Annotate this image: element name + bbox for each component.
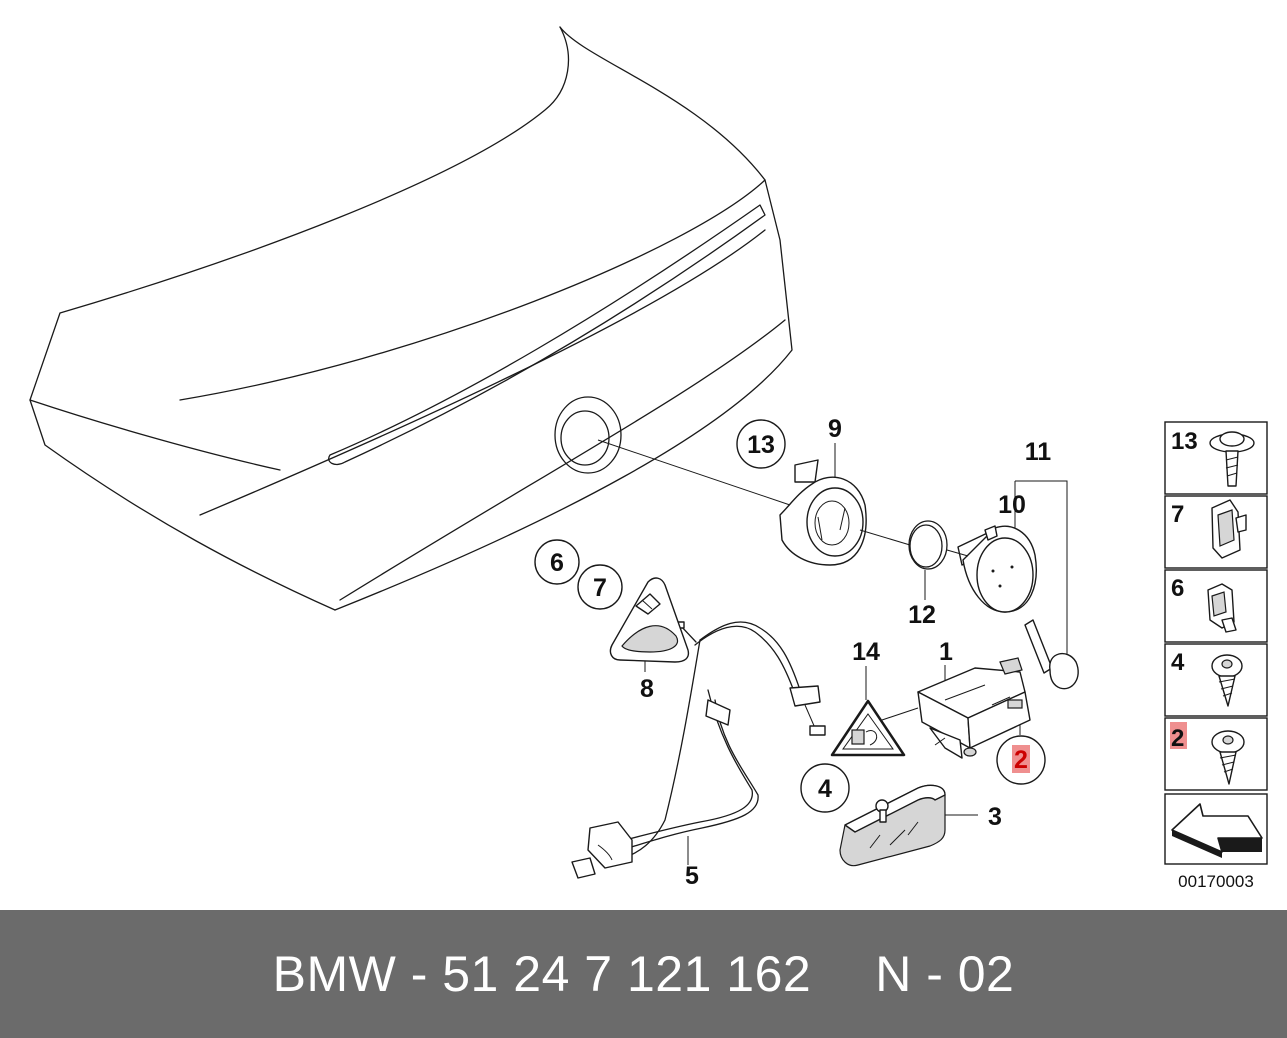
part-number-footer: BMW - 51 24 7 121 162 N - 02: [0, 910, 1287, 1038]
trunk-lock: [917, 657, 1031, 759]
callout-14: 14: [852, 638, 880, 666]
legend-item-6: 6: [1164, 569, 1268, 643]
lock-cylinder: [957, 525, 1037, 613]
mounting-bracket: [609, 577, 690, 663]
svg-text:13: 13: [1171, 428, 1198, 455]
callout-6: 6: [534, 539, 580, 585]
svg-text:3: 3: [988, 803, 1002, 831]
legend-item-7: 7: [1164, 495, 1268, 569]
svg-text:7: 7: [593, 574, 607, 602]
svg-text:6: 6: [1171, 575, 1184, 602]
callout-7: 7: [577, 564, 623, 610]
svg-text:4: 4: [818, 775, 832, 803]
svg-text:1: 1: [939, 638, 953, 666]
svg-text:4: 4: [1171, 649, 1185, 676]
legend-item-13: 13: [1164, 421, 1268, 495]
legend-item-2: 2: [1164, 717, 1268, 791]
fastener-legend: 13 7 6 4: [1164, 421, 1268, 865]
callout-3: 3: [988, 803, 1002, 831]
exploded-parts-diagram: 13 9 11 10 12 6 7 8 14 1 2 4 3 5: [29, 26, 1268, 891]
svg-text:2: 2: [1171, 725, 1184, 752]
svg-text:9: 9: [828, 415, 842, 443]
svg-text:8: 8: [640, 675, 654, 703]
svg-text:7: 7: [1171, 501, 1184, 528]
trunk-lid-illustration: [29, 26, 793, 611]
sealing-ring: [908, 520, 948, 570]
svg-text:6: 6: [550, 549, 564, 577]
callout-8: 8: [640, 675, 654, 703]
callout-13: 13: [736, 419, 786, 469]
key: [1024, 619, 1079, 690]
lock-cylinder-housing: [779, 459, 867, 566]
diagram-reference-code: 00170003: [1178, 872, 1254, 891]
svg-text:12: 12: [908, 601, 936, 629]
callout-2: 2: [996, 735, 1046, 785]
svg-text:14: 14: [852, 638, 880, 666]
svg-text:11: 11: [1025, 438, 1052, 466]
callout-10: 10: [998, 491, 1026, 519]
leader-lines: [597, 439, 1068, 865]
front-direction-arrow-box: [1164, 793, 1268, 865]
position-text: N - 02: [875, 946, 1015, 1002]
callout-1: 1: [939, 638, 953, 666]
legend-item-4: 4: [1164, 643, 1268, 717]
trunk-handle-cover: [839, 784, 946, 867]
svg-text:13: 13: [747, 431, 775, 459]
callout-5: 5: [685, 862, 699, 890]
warning-triangle-label: [830, 699, 906, 757]
callout-4: 4: [800, 763, 850, 813]
svg-text:2: 2: [1014, 746, 1028, 774]
callout-9: 9: [828, 415, 842, 443]
part-number-text: BMW - 51 24 7 121 162: [272, 946, 812, 1002]
callout-12: 12: [908, 601, 936, 629]
svg-text:10: 10: [998, 491, 1026, 519]
callout-11: 11: [1025, 438, 1052, 466]
svg-text:5: 5: [685, 862, 699, 890]
wiring-harness: [571, 621, 826, 879]
